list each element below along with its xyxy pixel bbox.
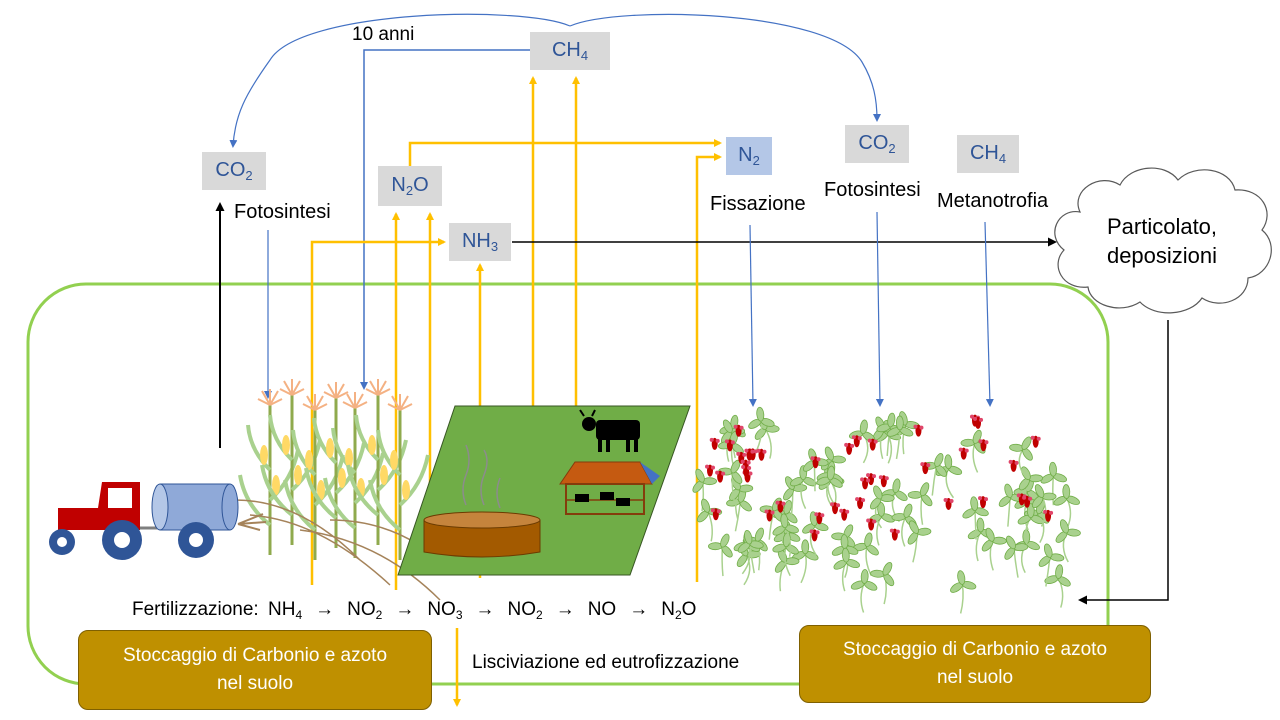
nh3-formula: NH3 bbox=[461, 230, 499, 254]
cloud-icon bbox=[1054, 167, 1272, 314]
cloud-label: Particolato, deposizioni bbox=[1082, 213, 1242, 270]
ch4-top-formula: CH4 bbox=[551, 39, 589, 63]
fixation-label: Fissazione bbox=[710, 193, 806, 215]
chain-step: N2O bbox=[661, 599, 697, 622]
chain-steps: NH4 → NO2 → NO3 → NO2 → NO → N2O bbox=[264, 600, 696, 621]
photosynthesis-right-label: Fotosintesi bbox=[824, 179, 921, 201]
chain-arrow: → bbox=[555, 599, 575, 620]
storage-left-line-1: Stoccaggio di Carbonio e azoto bbox=[122, 645, 388, 667]
ch4-decay-arc-right bbox=[569, 13, 881, 122]
clover-field-icon bbox=[683, 405, 1084, 614]
manure-pit-icon bbox=[423, 444, 541, 558]
chain-step: NO3 bbox=[427, 599, 463, 622]
photosynthesis-right-arrow bbox=[875, 211, 884, 407]
co2-left-formula: CO2 bbox=[215, 159, 253, 183]
n2o-to-n2-right-arrow bbox=[695, 153, 722, 582]
tractor-icon bbox=[49, 482, 160, 560]
fertilization-chain: Fertilizzazione: NH4 → NO2 → NO3 → NO2 → NO → N2O bbox=[132, 600, 696, 621]
storage-left: Stoccaggio di Carbonio e azoto nel suolo bbox=[78, 630, 432, 710]
chain-step: NO2 bbox=[507, 599, 543, 622]
storage-right-line-1: Stoccaggio di Carbonio e azoto bbox=[842, 639, 1108, 661]
field-boundary bbox=[26, 282, 1110, 686]
corn-plants-icon bbox=[234, 377, 451, 601]
n2o-to-n2-arrow bbox=[408, 139, 722, 172]
storage-right: Stoccaggio di Carbonio e azoto nel suolo bbox=[799, 625, 1151, 703]
barn-icon bbox=[559, 461, 660, 515]
co2-left-box: CO2 bbox=[202, 152, 266, 190]
deposition-arrow bbox=[1078, 320, 1169, 605]
ch4-right-box: CH4 bbox=[957, 135, 1019, 173]
nh3-box: NH3 bbox=[449, 223, 511, 261]
n2-formula: N2 bbox=[738, 144, 760, 168]
n2-box: N2 bbox=[726, 137, 772, 175]
chain-arrow: → bbox=[629, 599, 649, 620]
chain-arrow: → bbox=[315, 599, 335, 620]
chain-arrow: → bbox=[475, 599, 495, 620]
ch4-right-formula: CH4 bbox=[969, 142, 1007, 166]
cloud-line-1: Particolato, bbox=[1106, 214, 1218, 239]
ch4-decay-arc bbox=[229, 13, 571, 148]
methanotrophy-label: Metanotrofia bbox=[937, 190, 1049, 212]
storage-right-line-2: nel suolo bbox=[936, 667, 1014, 688]
co2-right-formula: CO2 bbox=[858, 132, 896, 156]
storage-left-line-2: nel suolo bbox=[216, 673, 294, 694]
ch4-top-box: CH4 bbox=[530, 32, 610, 70]
n2o-formula: N2O bbox=[391, 174, 429, 198]
co2-right-box: CO2 bbox=[845, 125, 909, 163]
cow-icon bbox=[579, 409, 640, 452]
n2o-box: N2O bbox=[378, 166, 442, 206]
chain-arrow: → bbox=[395, 599, 415, 620]
years-label: 10 anni bbox=[352, 24, 415, 45]
leaching-label: Lisciviazione ed eutrofizzazione bbox=[472, 652, 740, 673]
tank-icon bbox=[151, 483, 267, 558]
chain-step: NO2 bbox=[347, 599, 383, 622]
chain-prefix: Fertilizzazione: bbox=[132, 599, 259, 620]
chain-step: NO bbox=[587, 599, 617, 620]
ten-years-arrow bbox=[360, 49, 530, 390]
chain-step: NH4 bbox=[268, 599, 303, 622]
methanotrophy-arrow bbox=[984, 221, 994, 407]
cloud-line-2: deposizioni bbox=[1106, 242, 1218, 268]
photosynthesis-left-label: Fotosintesi bbox=[234, 201, 331, 223]
fixation-arrow bbox=[748, 224, 757, 407]
